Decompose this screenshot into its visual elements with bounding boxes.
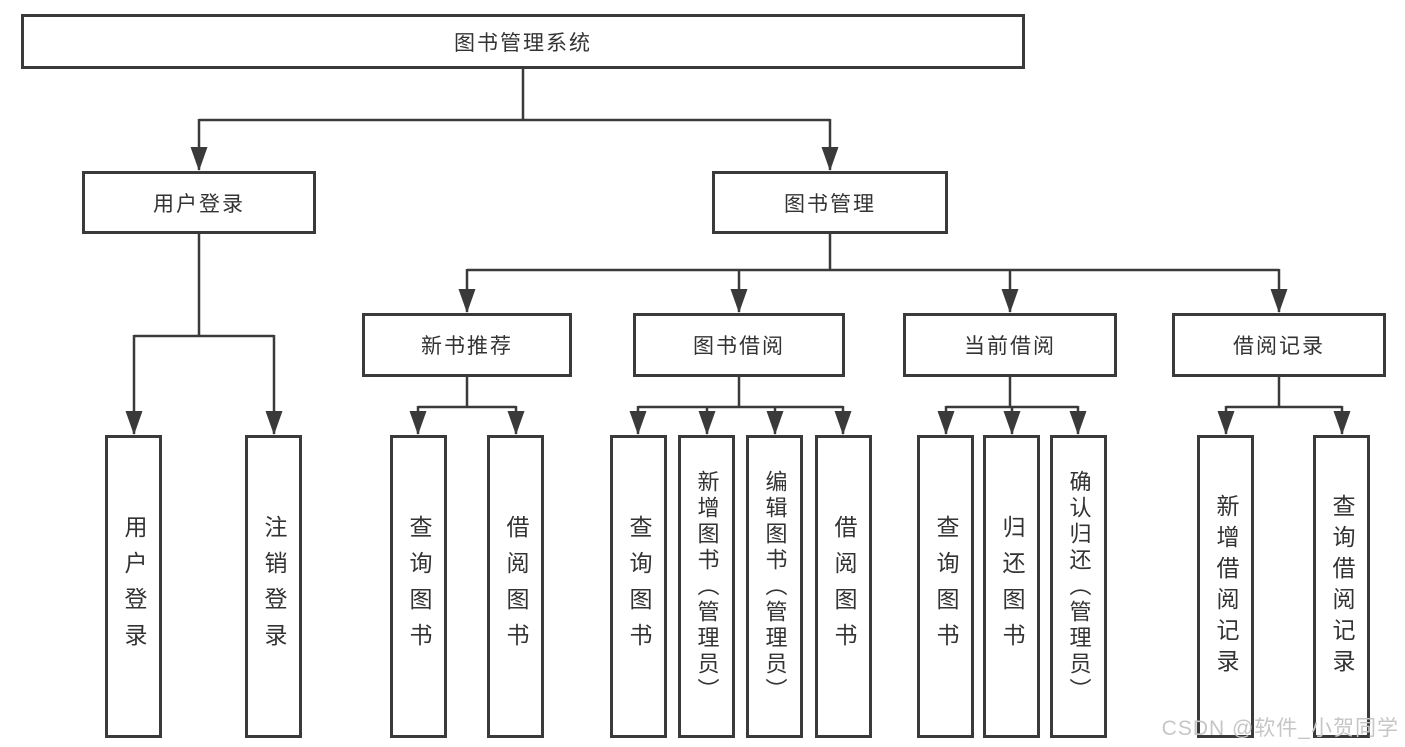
leaf-query-books-current-label: 查询图书 [933,514,959,659]
node-book-borrowing: 图书借阅 [633,313,845,377]
node-current-borrowing: 当前借阅 [903,313,1117,377]
leaf-logout-label: 注销登录 [261,514,287,659]
leaf-logout: 注销登录 [245,435,302,738]
leaf-borrow-books-recommend: 借阅图书 [487,435,544,738]
leaf-query-books-recommend-label: 查询图书 [406,514,432,659]
watermark: CSDN @软件_小贺同学 [1161,717,1399,740]
node-current-borrowing-label: 当前借阅 [964,335,1056,358]
leaf-edit-books-admin-label: 编辑图书（管理员） [762,469,788,704]
leaf-query-borrow-record-label: 查询借阅记录 [1329,493,1355,680]
leaf-query-borrow-record: 查询借阅记录 [1313,435,1370,738]
node-book-management: 图书管理 [712,171,948,234]
node-book-management-label: 图书管理 [784,192,876,216]
leaf-user-login-label: 用户登录 [121,514,147,659]
node-root: 图书管理系统 [21,14,1025,69]
node-new-book-recommend-label: 新书推荐 [421,335,513,358]
leaf-add-books-admin-label: 新增图书（管理员） [694,469,720,704]
leaf-confirm-return-admin-label: 确认归还（管理员） [1066,469,1092,704]
leaf-query-books-recommend: 查询图书 [390,435,447,738]
node-root-label: 图书管理系统 [454,31,592,55]
leaf-query-books-borrowing: 查询图书 [610,435,667,738]
leaf-edit-books-admin: 编辑图书（管理员） [746,435,803,738]
node-borrowing-records-label: 借阅记录 [1233,335,1325,358]
leaf-add-borrow-record: 新增借阅记录 [1197,435,1254,738]
node-new-book-recommend: 新书推荐 [362,313,572,377]
leaf-return-books: 归还图书 [983,435,1040,738]
leaf-confirm-return-admin: 确认归还（管理员） [1050,435,1107,738]
node-borrowing-records: 借阅记录 [1172,313,1386,377]
leaf-user-login: 用户登录 [105,435,162,738]
leaf-add-borrow-record-label: 新增借阅记录 [1213,493,1239,680]
leaf-return-books-label: 归还图书 [999,514,1025,659]
node-book-borrowing-label: 图书借阅 [693,335,785,358]
leaf-borrow-books-borrowing-label: 借阅图书 [831,514,857,659]
node-user-login: 用户登录 [82,171,316,234]
leaf-borrow-books-recommend-label: 借阅图书 [503,514,529,659]
node-user-login-label: 用户登录 [153,192,245,216]
leaf-add-books-admin: 新增图书（管理员） [678,435,735,738]
leaf-borrow-books-borrowing: 借阅图书 [815,435,872,738]
leaf-query-books-current: 查询图书 [917,435,974,738]
leaf-query-books-borrowing-label: 查询图书 [626,514,652,659]
